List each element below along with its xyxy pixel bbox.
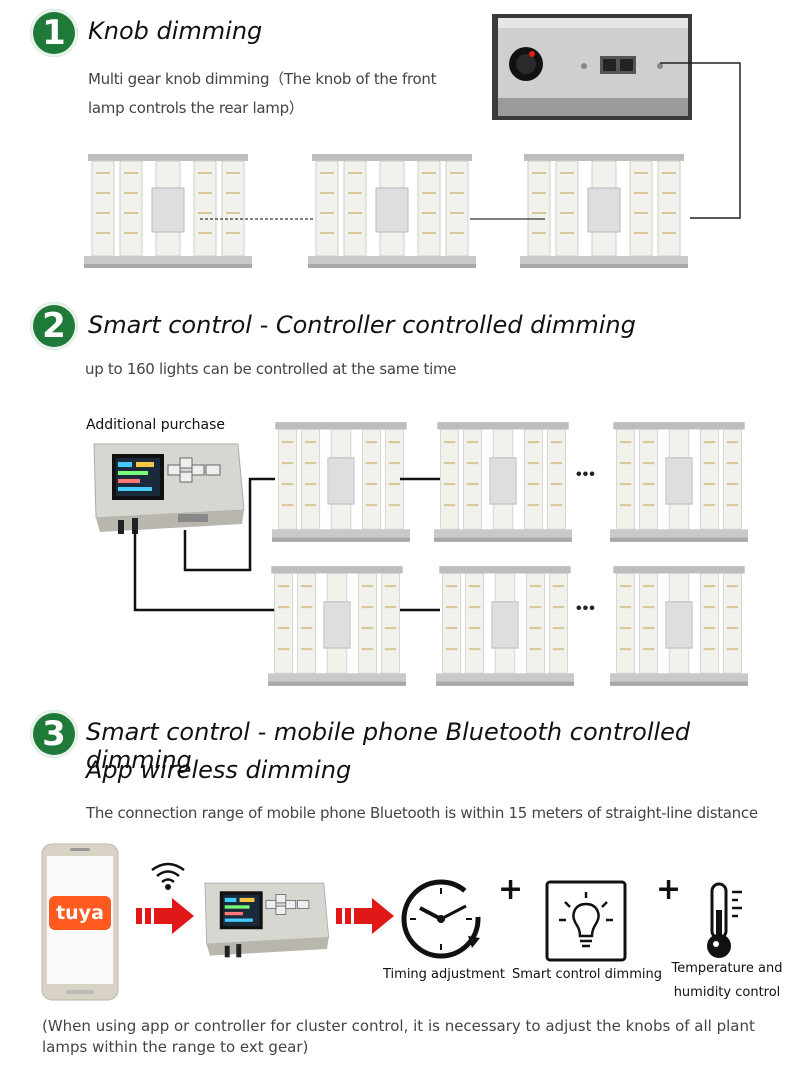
ellipsis-top: ••• (576, 466, 596, 483)
additional-purchase-label: Additional purchase (86, 417, 225, 433)
controller-device-small (204, 882, 330, 958)
light-bulb-icon (545, 880, 627, 962)
section2-subtitle: up to 160 lights can be controlled at th… (85, 360, 457, 378)
section3-number-badge: 3 (30, 710, 78, 758)
section2-title: Smart control - Controller controlled di… (88, 311, 636, 339)
section3-title-line2: App wireless dimming (86, 756, 352, 784)
knob-closeup-image (492, 14, 692, 120)
section3-title-line1: Smart control - mobile phone Bluetooth c… (86, 718, 691, 774)
section1-lamp-2 (308, 153, 476, 269)
section1-number-badge: 1 (30, 9, 78, 57)
section2-lamp-bottom-1 (268, 565, 406, 687)
knob-wire (660, 62, 741, 219)
temp-humidity-label-line2: humidity control (673, 985, 781, 1000)
section1-lamp-1 (84, 153, 252, 269)
smart-dimming-label: Smart control dimming (512, 967, 662, 982)
plus-icon-1: + (498, 872, 524, 907)
tuya-app-icon: tuya (49, 896, 111, 930)
section2-lamp-top-3 (610, 421, 748, 543)
section1-lamp-3 (520, 153, 688, 269)
arrow-right-icon-2 (336, 898, 394, 934)
ellipsis-bottom: ••• (576, 600, 596, 617)
section2-lamp-top-1 (272, 421, 410, 543)
section1-subtitle-line1: Multi gear knob dimming（The knob of the … (88, 70, 437, 88)
section2-lamp-bottom-3 (610, 565, 748, 687)
wifi-icon (151, 862, 185, 890)
controller-wires (133, 477, 275, 612)
thermometer-icon (707, 882, 742, 958)
plus-icon-2: + (656, 872, 682, 907)
section1-subtitle-line2: lamp controls the rear lamp） (88, 99, 304, 117)
section1-lamp-connections (200, 218, 545, 220)
controller-device (93, 443, 245, 534)
section1-title: Knob dimming (88, 17, 263, 45)
section2-number-badge: 2 (30, 302, 78, 350)
section3-subtitle: The connection range of mobile phone Blu… (86, 804, 758, 822)
footnote: (When using app or controller for cluste… (42, 1017, 755, 1056)
timing-adjustment-label: Timing adjustment (383, 967, 505, 982)
temp-humidity-label-line1: Temperature and (671, 961, 783, 976)
section2-lamp-connections (400, 477, 440, 612)
clock-icon (401, 879, 481, 959)
arrow-right-icon-1 (136, 898, 194, 934)
